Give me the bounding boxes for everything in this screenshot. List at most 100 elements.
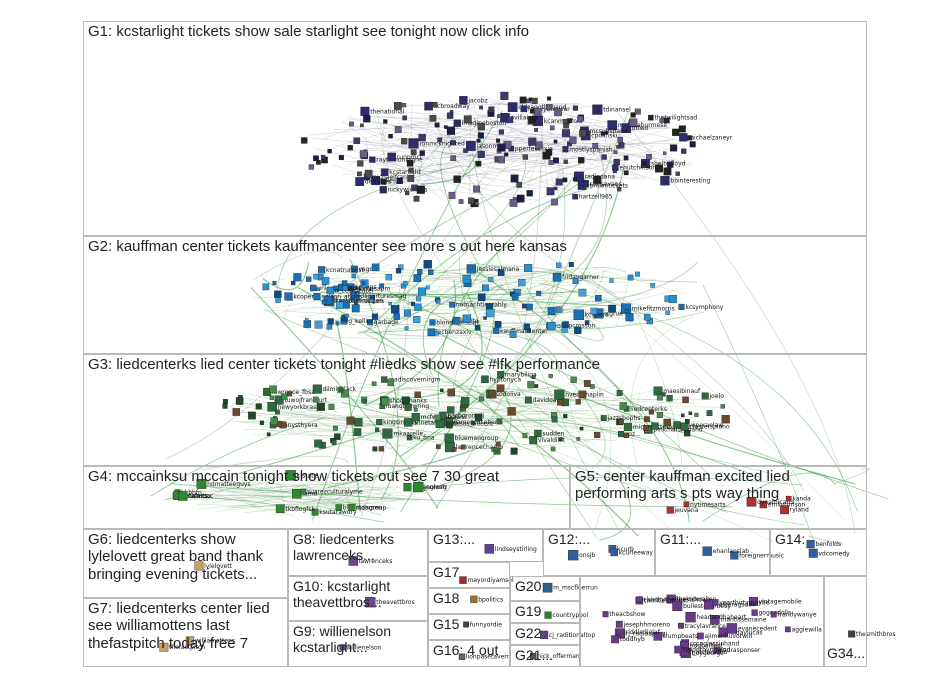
node-avatar[interactable] — [656, 394, 663, 401]
node-avatar[interactable] — [466, 141, 476, 151]
node-avatar[interactable] — [434, 330, 440, 336]
node-avatar[interactable] — [255, 403, 262, 410]
node-avatar[interactable] — [592, 143, 599, 149]
node-avatar[interactable] — [549, 125, 555, 131]
node-avatar[interactable] — [401, 138, 408, 145]
node-avatar[interactable] — [396, 177, 403, 185]
node-avatar[interactable] — [316, 402, 325, 411]
node-avatar[interactable] — [361, 281, 366, 285]
node-avatar[interactable] — [694, 412, 699, 417]
node-avatar[interactable] — [526, 190, 533, 197]
node-avatar[interactable] — [624, 309, 629, 313]
node-avatar[interactable] — [346, 416, 355, 425]
node-avatar[interactable] — [678, 303, 685, 310]
node-avatar[interactable] — [500, 91, 509, 100]
node-avatar[interactable] — [574, 326, 582, 334]
node-avatar[interactable] — [602, 611, 609, 618]
node-avatar[interactable] — [311, 508, 319, 516]
node-avatar[interactable] — [848, 630, 856, 638]
node-avatar[interactable] — [488, 390, 497, 399]
node-avatar[interactable] — [592, 104, 603, 115]
node-avatar[interactable] — [402, 115, 407, 121]
node-avatar[interactable] — [510, 447, 518, 455]
node-avatar[interactable] — [474, 413, 483, 422]
node-avatar[interactable] — [414, 303, 422, 311]
node-avatar[interactable] — [562, 146, 569, 153]
node-avatar[interactable] — [785, 626, 791, 633]
node-avatar[interactable] — [359, 150, 368, 158]
node-avatar[interactable] — [616, 187, 622, 192]
node-avatar[interactable] — [530, 653, 537, 660]
node-avatar[interactable] — [660, 176, 670, 186]
node-avatar[interactable] — [563, 159, 568, 164]
node-avatar[interactable] — [482, 284, 489, 292]
node-avatar[interactable] — [222, 399, 228, 404]
node-avatar[interactable] — [808, 548, 818, 558]
node-avatar[interactable] — [353, 428, 362, 436]
node-avatar[interactable] — [413, 274, 422, 282]
node-avatar[interactable] — [616, 145, 620, 149]
node-avatar[interactable] — [413, 195, 420, 202]
node-avatar[interactable] — [339, 644, 346, 651]
node-avatar[interactable] — [440, 388, 444, 393]
node-avatar[interactable] — [562, 118, 568, 125]
node-avatar[interactable] — [547, 322, 556, 331]
node-avatar[interactable] — [320, 154, 326, 160]
node-avatar[interactable] — [301, 137, 308, 144]
node-avatar[interactable] — [655, 164, 663, 173]
node-avatar[interactable] — [363, 115, 371, 123]
node-avatar[interactable] — [546, 187, 555, 196]
node-avatar[interactable] — [341, 314, 348, 322]
node-avatar[interactable] — [579, 426, 584, 431]
node-avatar[interactable] — [270, 417, 278, 425]
node-avatar[interactable] — [497, 114, 502, 119]
node-avatar[interactable] — [331, 440, 337, 445]
node-avatar[interactable] — [383, 119, 388, 124]
node-avatar[interactable] — [523, 323, 530, 330]
node-avatar[interactable] — [382, 428, 393, 439]
node-avatar[interactable] — [556, 262, 562, 268]
node-avatar[interactable] — [460, 444, 466, 450]
node-avatar[interactable] — [682, 396, 689, 404]
node-avatar[interactable] — [610, 548, 618, 557]
node-avatar[interactable] — [689, 141, 696, 148]
node-avatar[interactable] — [555, 178, 563, 186]
node-avatar[interactable] — [759, 500, 768, 509]
node-avatar[interactable] — [534, 429, 542, 438]
node-avatar[interactable] — [425, 285, 430, 290]
node-avatar[interactable] — [446, 126, 456, 135]
node-avatar[interactable] — [648, 115, 653, 121]
node-avatar[interactable] — [362, 399, 367, 404]
node-avatar[interactable] — [673, 421, 681, 429]
node-avatar[interactable] — [659, 118, 665, 124]
node-avatar[interactable] — [679, 133, 688, 142]
node-avatar[interactable] — [697, 632, 704, 640]
node-avatar[interactable] — [463, 148, 468, 153]
node-avatar[interactable] — [371, 313, 379, 320]
node-avatar[interactable] — [434, 122, 440, 128]
node-avatar[interactable] — [516, 194, 525, 203]
node-avatar[interactable] — [434, 414, 441, 421]
node-avatar[interactable] — [594, 431, 601, 439]
node-avatar[interactable] — [561, 129, 570, 138]
node-avatar[interactable] — [746, 497, 757, 507]
node-avatar[interactable] — [416, 185, 425, 194]
node-avatar[interactable] — [388, 302, 392, 306]
node-avatar[interactable] — [623, 432, 629, 438]
node-avatar[interactable] — [248, 411, 256, 420]
node-avatar[interactable] — [568, 550, 579, 561]
node-avatar[interactable] — [524, 264, 533, 273]
node-avatar[interactable] — [393, 313, 400, 320]
node-avatar[interactable] — [391, 305, 400, 314]
node-avatar[interactable] — [552, 272, 562, 282]
node-avatar[interactable] — [314, 439, 323, 448]
node-avatar[interactable] — [685, 612, 696, 623]
node-avatar[interactable] — [548, 373, 553, 379]
node-avatar[interactable] — [528, 97, 533, 101]
node-avatar[interactable] — [687, 135, 693, 141]
node-avatar[interactable] — [643, 313, 651, 321]
node-avatar[interactable] — [702, 546, 712, 556]
node-avatar[interactable] — [413, 481, 424, 493]
node-avatar[interactable] — [646, 154, 652, 160]
node-avatar[interactable] — [583, 380, 591, 387]
